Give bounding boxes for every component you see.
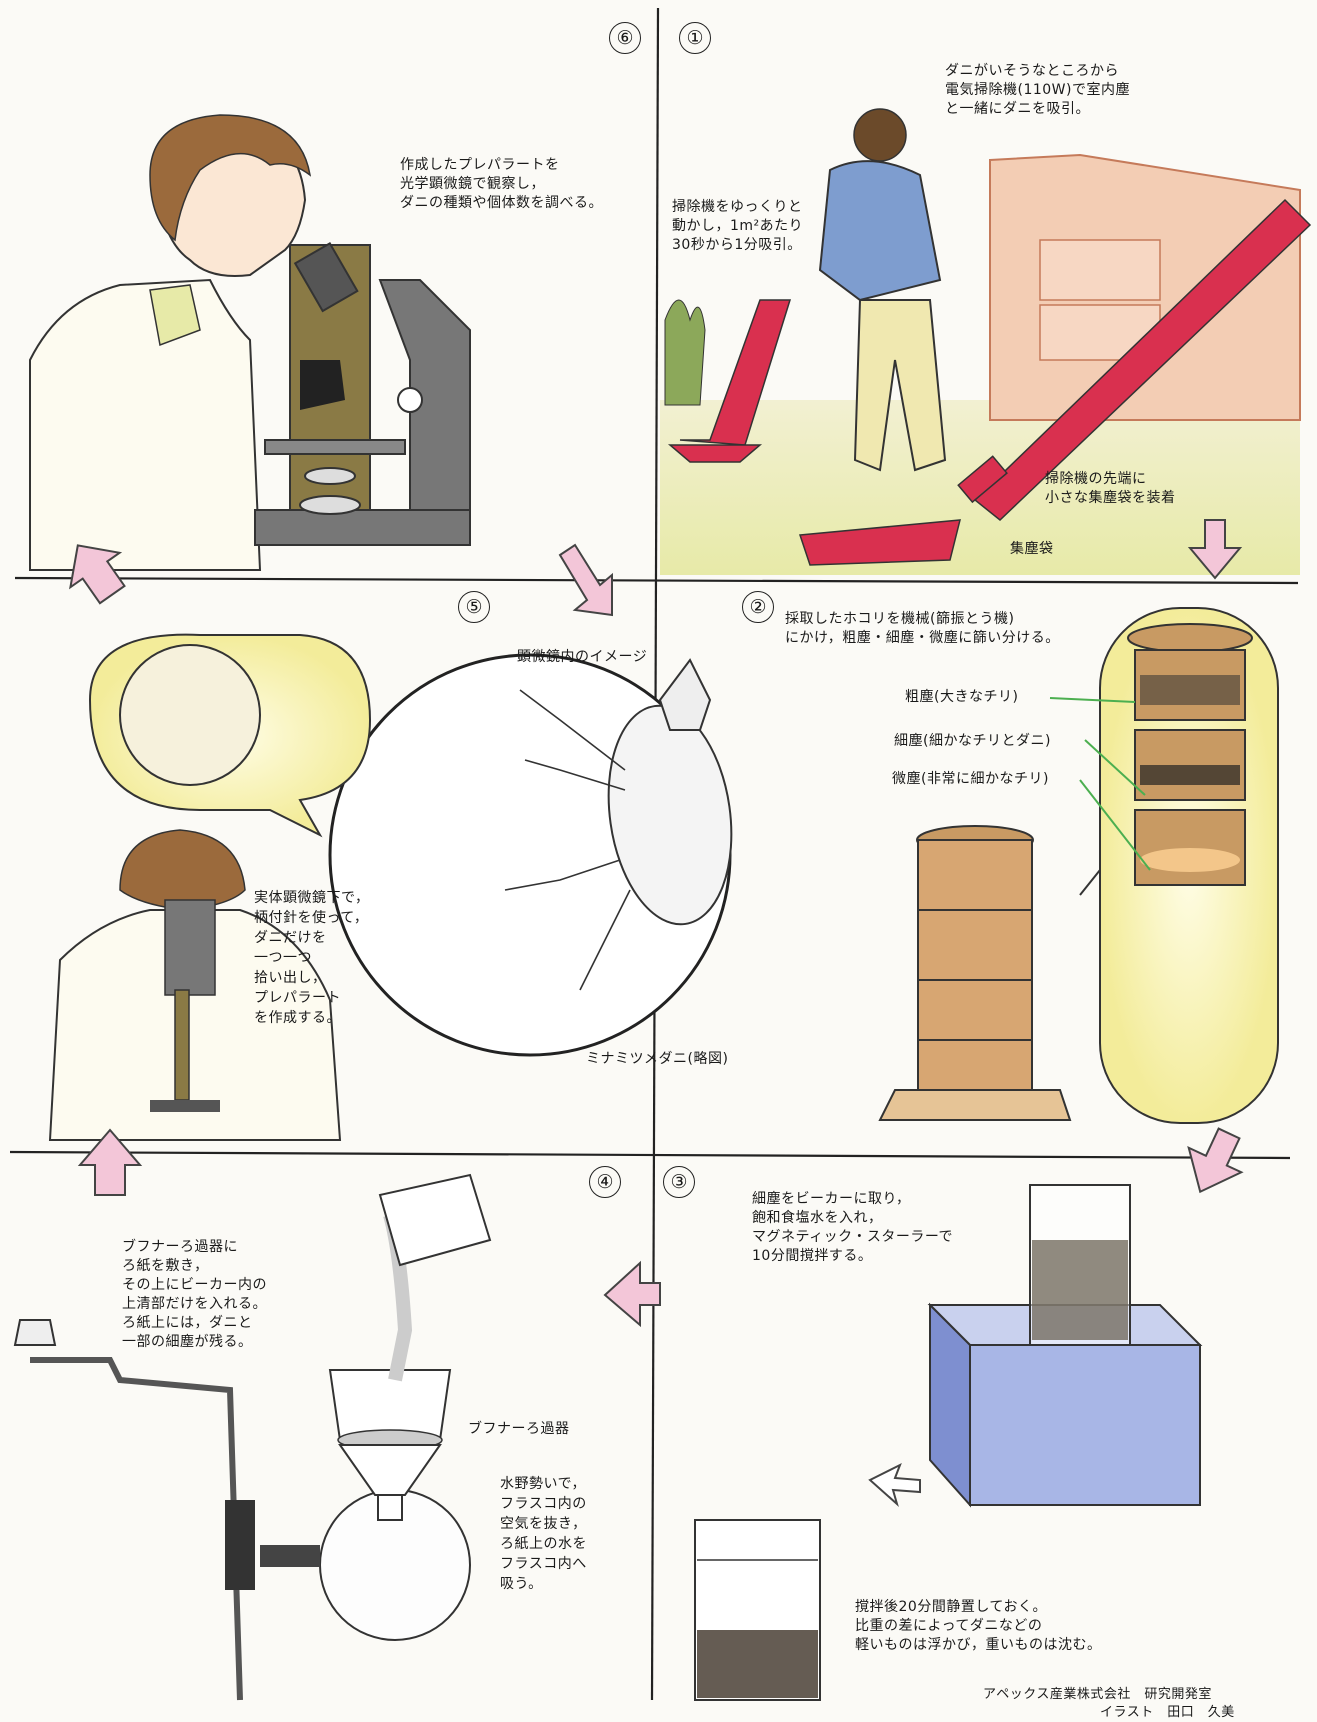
step-number-5: ⑤ bbox=[458, 591, 490, 623]
arrow-2-to-3 bbox=[1174, 1121, 1254, 1204]
step3-caption: 細塵をビーカーに取り， 飽和食塩水を入れ， マグネティック・スターラーで 10分… bbox=[752, 1190, 953, 1266]
step2-coarse-label: 粗塵(大きなチリ) bbox=[905, 688, 1018, 707]
step-number-3: ③ bbox=[663, 1166, 695, 1198]
step2-caption: 採取したホコリを機械(篩振とう機) にかけ，粗塵・細塵・微塵に篩い分ける。 bbox=[785, 610, 1060, 648]
mite-label: ミナミツメダニ(略図) bbox=[586, 1050, 728, 1069]
arrow-3-to-4 bbox=[605, 1263, 660, 1325]
microscope-view-title: 顕微鏡内のイメージ bbox=[517, 648, 647, 667]
step-number-4: ④ bbox=[589, 1166, 621, 1198]
step-number-6: ⑥ bbox=[609, 22, 641, 54]
step2-micro-label: 微塵(非常に細かなチリ) bbox=[892, 770, 1049, 789]
step4-filter-label: ブフナーろ過器 bbox=[468, 1420, 570, 1439]
settled-beaker bbox=[695, 1520, 820, 1700]
step3-settle-note: 撹拌後20分間静置しておく。 比重の差によってダニなどの 軽いものは浮かび，重い… bbox=[855, 1598, 1102, 1655]
step6-caption: 作成したプレパラートを 光学顕微鏡で観察し， ダニの種類や個体数を調べる。 bbox=[400, 156, 603, 213]
step-number-2: ② bbox=[742, 591, 774, 623]
step5-caption: 実体顕微鏡下で， 柄付針を使って， ダニだけを 一つ一つ 拾い出し， プレパラー… bbox=[254, 888, 369, 1028]
step1-nozzle-label: 掃除機の先端に 小さな集塵袋を装着 bbox=[1045, 470, 1176, 508]
step4-aspirate-note: 水野勢いで， フラスコ内の 空気を抜き， ろ紙上の水を フラスコ内へ 吸う。 bbox=[500, 1474, 587, 1594]
magnetic-stirrer bbox=[930, 1185, 1200, 1505]
step2-fine-label: 細塵(細かなチリとダニ) bbox=[894, 732, 1051, 751]
bottom-divider bbox=[10, 1152, 1290, 1158]
credit-illustrator: イラスト 田口 久美 bbox=[1100, 1703, 1235, 1722]
step1-bag-label: 集塵袋 bbox=[1010, 540, 1054, 559]
arrow-stirrer-to-beaker bbox=[870, 1465, 920, 1504]
vacuum-scene bbox=[660, 109, 1310, 575]
credit-company: アペックス産業株式会社 研究開発室 bbox=[983, 1685, 1212, 1704]
step-number-1: ① bbox=[679, 22, 711, 54]
step4-caption: ブフナーろ過器に ろ紙を敷き， その上にビーカー内の 上清部だけを入れる。 ろ紙… bbox=[122, 1238, 267, 1352]
sieve-shaker bbox=[880, 608, 1278, 1123]
step1-caption: ダニがいそうなところから 電気掃除機(110W)で室内塵 と一緒にダニを吸引。 bbox=[945, 62, 1130, 119]
step1-note: 掃除機をゆっくりと 動かし，1m²あたり 30秒から1分吸引。 bbox=[672, 198, 803, 255]
